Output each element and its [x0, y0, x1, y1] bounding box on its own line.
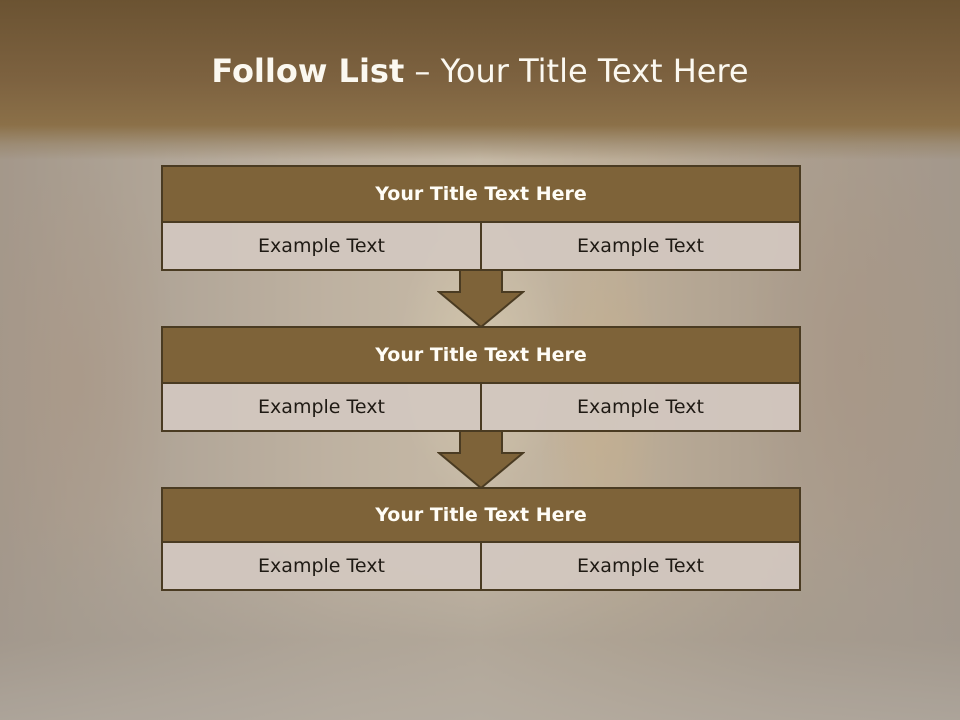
step-title-3: Your Title Text Here: [161, 487, 801, 543]
slide-title-bold: Follow List: [211, 52, 405, 90]
step-3-left-cell: Example Text: [163, 543, 480, 589]
step-title-1: Your Title Text Here: [161, 165, 801, 223]
step-1-left-cell: Example Text: [163, 223, 480, 269]
header-band: [0, 0, 960, 160]
slide-title-rest: – Your Title Text Here: [414, 52, 749, 90]
step-1-right-cell: Example Text: [480, 223, 799, 269]
step-3-right-cell: Example Text: [480, 543, 799, 589]
step-2-left-cell: Example Text: [163, 384, 480, 430]
step-row-3: Example Text Example Text: [161, 543, 801, 591]
step-2-right-cell: Example Text: [480, 384, 799, 430]
down-arrow-icon-1: [437, 270, 525, 328]
step-row-1: Example Text Example Text: [161, 223, 801, 271]
slide-title: Follow List – Your Title Text Here: [0, 52, 960, 90]
down-arrow-icon-2: [437, 431, 525, 489]
step-row-2: Example Text Example Text: [161, 384, 801, 432]
step-title-2: Your Title Text Here: [161, 326, 801, 384]
